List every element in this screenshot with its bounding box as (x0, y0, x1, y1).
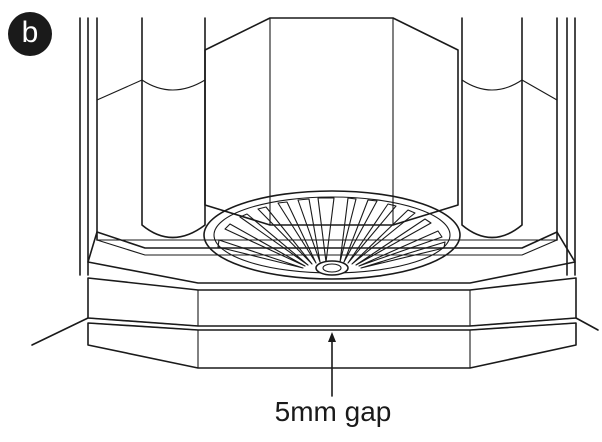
gap-pointer-arrow (328, 332, 336, 397)
floor-line-left (31, 317, 89, 346)
floor-line-right (575, 317, 599, 331)
back-wall (204, 17, 459, 226)
right-enclosure (461, 17, 576, 276)
figure-badge: b (8, 12, 52, 56)
drain (203, 190, 461, 280)
lower-base (87, 322, 577, 369)
gap-callout-label: 5mm gap (274, 396, 392, 427)
tray-rim (87, 231, 576, 284)
left-enclosure (79, 17, 206, 276)
upper-apron (87, 277, 577, 327)
